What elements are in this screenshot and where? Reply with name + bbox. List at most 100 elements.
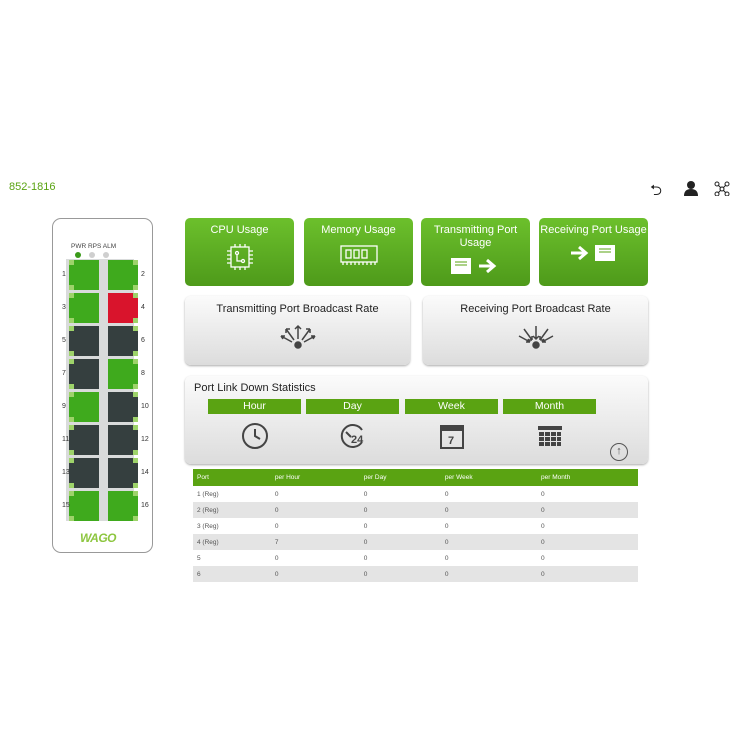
card-label: Receiving Port Broadcast Rate (460, 303, 611, 315)
table-cell: 0 (274, 522, 279, 530)
table-cell: 6 (193, 566, 271, 582)
month-calendar-icon[interactable] (503, 422, 596, 456)
tx-broadcast-rate-card[interactable]: Transmitting Port Broadcast Rate (185, 296, 410, 365)
link-down-statistics-panel: Port Link Down Statistics Hour Day Week … (185, 376, 648, 464)
port-number: 8 (141, 370, 145, 377)
alm-led (103, 252, 109, 258)
rx-broadcast-rate-card[interactable]: Receiving Port Broadcast Rate (423, 296, 648, 365)
memory-icon (304, 243, 413, 273)
column-header[interactable]: Port (193, 469, 271, 486)
table-cell: 0 (537, 566, 638, 582)
table-cell: 0 (359, 566, 441, 582)
table-cell: 1 (Reg) (197, 490, 219, 498)
column-header[interactable]: per Month (537, 469, 638, 486)
port-13[interactable] (69, 458, 99, 488)
port-number: 11 (62, 436, 70, 443)
table-cell: 0 (363, 490, 368, 498)
port-3[interactable] (69, 293, 99, 323)
column-header[interactable]: per Hour (270, 469, 360, 486)
table-cell: 0 (537, 534, 638, 550)
card-transmitting-port-usage[interactable]: Transmitting Port Usage (421, 218, 530, 286)
table-cell: 0 (537, 502, 638, 518)
rps-led (89, 252, 95, 258)
port-number: 2 (141, 271, 145, 278)
svg-text:24: 24 (351, 434, 364, 446)
tab-week[interactable]: Week (405, 399, 498, 414)
port-number: 10 (141, 403, 149, 410)
table-cell: 0 (440, 534, 538, 550)
port-9[interactable] (69, 392, 99, 422)
table-cell: 7 (270, 534, 360, 550)
user-icon[interactable] (681, 180, 701, 198)
table-cell: 0 (359, 502, 441, 518)
card-memory-usage[interactable]: Memory Usage (304, 218, 413, 286)
port-2[interactable] (108, 260, 138, 290)
port-number: 4 (141, 304, 145, 311)
port-10[interactable] (108, 392, 138, 422)
column-header[interactable]: per Day (359, 469, 441, 486)
table-row: 5 0 0 0 0 (193, 550, 638, 566)
wago-logo: WAGO (80, 531, 117, 545)
port-rx-icon (539, 239, 648, 271)
network-topology-icon[interactable] (712, 180, 732, 198)
broadcast-out-icon (185, 323, 410, 357)
scroll-up-button[interactable]: ↑ (610, 443, 628, 461)
table-cell: 0 (274, 490, 279, 498)
day-24-icon[interactable]: 24 (306, 422, 399, 456)
port-5[interactable] (69, 326, 99, 356)
port-14[interactable] (108, 458, 138, 488)
port-16[interactable] (108, 491, 138, 521)
tab-hour[interactable]: Hour (208, 399, 301, 414)
card-receiving-port-usage[interactable]: Receiving Port Usage (539, 218, 648, 286)
card-label: CPU Usage (210, 224, 269, 236)
table-cell: 0 (541, 554, 545, 562)
port-4[interactable] (108, 293, 138, 323)
port-11[interactable] (69, 425, 99, 455)
port-number: 3 (62, 304, 66, 311)
logout-icon[interactable]: ⮌ (649, 182, 662, 199)
section-title: Port Link Down Statistics (194, 382, 316, 394)
column-header[interactable]: per Week (440, 469, 538, 486)
table-cell: 0 (444, 522, 449, 530)
port-8[interactable] (108, 359, 138, 389)
table-cell: 0 (444, 490, 449, 498)
port-number: 12 (141, 436, 149, 443)
tab-month[interactable]: Month (503, 399, 596, 414)
table-cell: 0 (440, 502, 538, 518)
table-cell: 0 (541, 522, 545, 530)
port-number: 16 (141, 502, 149, 509)
led-labels: PWR RPS ALM (71, 243, 117, 250)
port-12[interactable] (108, 425, 138, 455)
device-model: 852-1816 (9, 181, 56, 193)
port-number: 9 (62, 403, 66, 410)
pwr-led (75, 252, 81, 258)
clock-icon[interactable] (208, 422, 301, 456)
cpu-icon (185, 243, 294, 277)
table-cell: 0 (541, 490, 545, 498)
port-7[interactable] (69, 359, 99, 389)
port-number: 5 (62, 337, 66, 344)
port-number: 13 (62, 469, 70, 476)
port-15[interactable] (69, 491, 99, 521)
card-cpu-usage[interactable]: CPU Usage (185, 218, 294, 286)
table-cell: 2 (Reg) (193, 502, 271, 518)
port-number: 6 (141, 337, 145, 344)
table-cell: 0 (444, 554, 449, 562)
table-cell: 5 (197, 554, 201, 562)
table-cell: 0 (363, 554, 368, 562)
port-1[interactable] (69, 260, 99, 290)
table-cell: 0 (270, 566, 360, 582)
week-calendar-icon[interactable]: 7 (405, 422, 498, 456)
port-6[interactable] (108, 326, 138, 356)
table-cell: 3 (Reg) (197, 522, 219, 530)
svg-text:7: 7 (448, 435, 454, 447)
broadcast-in-icon (423, 323, 648, 357)
tab-day[interactable]: Day (306, 399, 399, 414)
card-label: Transmitting Port Broadcast Rate (216, 303, 379, 315)
table-cell: 0 (440, 566, 538, 582)
table-cell: 0 (274, 554, 279, 562)
